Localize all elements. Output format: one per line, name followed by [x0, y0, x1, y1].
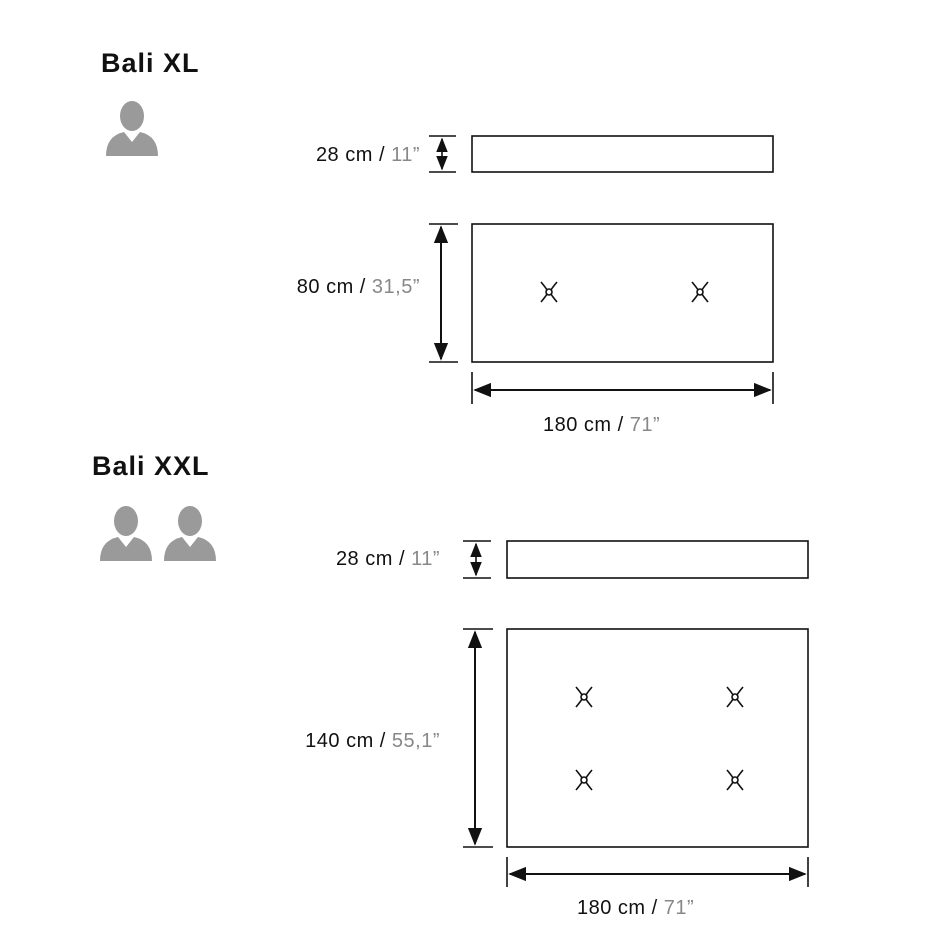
height-label-xxl: 140 cm / 55,1” — [305, 730, 440, 752]
cushion-side-view-xxl — [506, 540, 809, 579]
tuft-button-icon — [575, 769, 593, 791]
thickness-label-xl: 28 cm / 11” — [315, 144, 420, 166]
cushion-top-view-xxl — [506, 628, 809, 848]
width-label-xl: 180 cm / 71” — [543, 414, 661, 436]
cushion-top-view-xl — [471, 223, 774, 363]
tuft-button-icon — [575, 686, 593, 708]
tuft-button-icon — [691, 281, 709, 303]
tuft-button-icon — [726, 686, 744, 708]
product-title-xxl: Bali XXL — [92, 451, 210, 481]
person-icon — [100, 506, 152, 561]
tuft-button-icon — [540, 281, 558, 303]
height-label-xl: 80 cm / 31,5” — [296, 276, 420, 298]
tuft-button-icon — [726, 769, 744, 791]
person-icon — [106, 101, 158, 156]
product-title-xl: Bali XL — [101, 48, 200, 78]
person-icon — [164, 506, 216, 561]
width-label-xxl: 180 cm / 71” — [577, 897, 695, 919]
cushion-side-view-xl — [471, 135, 774, 173]
thickness-label-xxl: 28 cm / 11” — [335, 548, 440, 570]
